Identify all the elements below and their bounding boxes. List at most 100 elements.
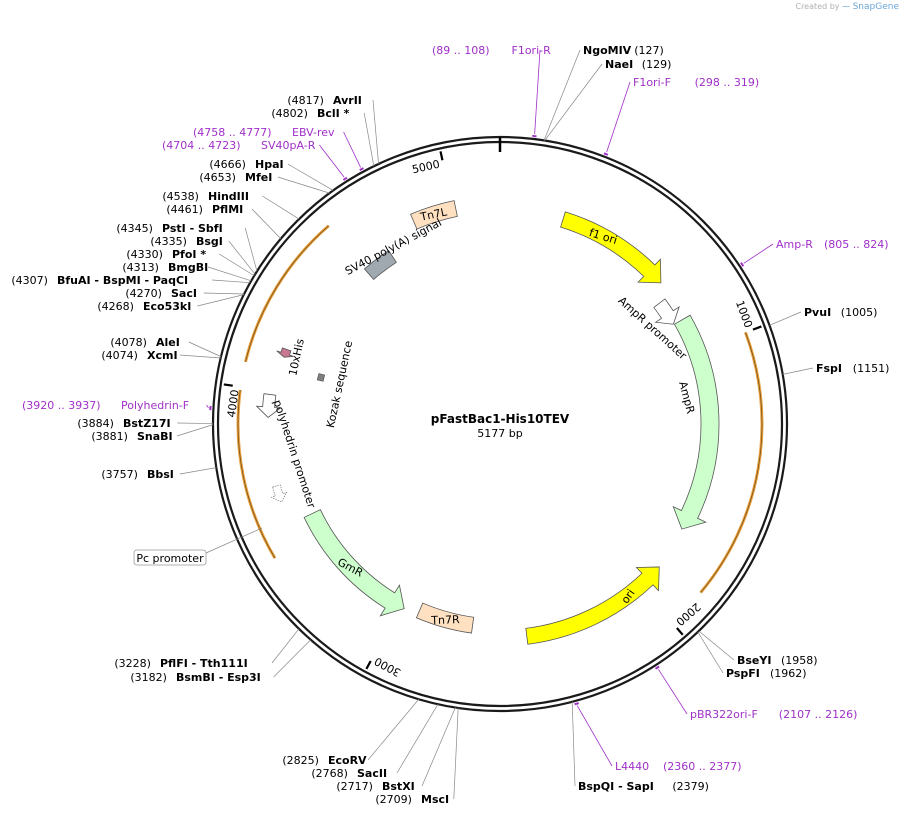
site-name: MscI	[421, 793, 449, 806]
feature-label-sv40-poly-a-signal: SV40 poly(A) signal	[343, 216, 444, 278]
primer-name: Polyhedrin-F	[121, 399, 189, 412]
site-leader-line	[571, 701, 576, 787]
site-position: (3228)	[114, 657, 151, 670]
site-leader-line	[203, 292, 245, 295]
site-position: (4666)	[209, 158, 246, 171]
feature-10xhis	[276, 347, 294, 358]
site-leader-line	[363, 112, 375, 167]
primer-range: (4758 .. 4777)	[193, 126, 272, 139]
site-name: BfuAI - BspMI - PaqCI	[57, 274, 188, 287]
site-position: (2379)	[672, 780, 709, 793]
site-leader-line	[219, 253, 255, 277]
site-leader-line	[271, 628, 300, 664]
site-position: (4330)	[126, 248, 163, 261]
primer-range: (805 .. 824)	[824, 238, 889, 251]
credit-prefix: Created by	[795, 2, 840, 11]
site-name: PflFI - Tth111I	[160, 657, 248, 670]
site-position: (4074)	[101, 349, 138, 362]
site-leader-line	[244, 227, 258, 272]
orf-arc-core	[237, 389, 276, 559]
site-leader-line	[544, 63, 603, 141]
site-leader-line	[212, 279, 251, 284]
site-position: (3884)	[77, 417, 114, 430]
site-name: Eco53kI	[143, 300, 191, 313]
site-name: AvrII	[333, 94, 362, 107]
site-position: (4653)	[199, 171, 236, 184]
site-position: (4270)	[125, 287, 162, 300]
primer-mark	[532, 134, 537, 138]
site-name: PfoI *	[172, 248, 206, 261]
site-position: (4078)	[110, 336, 147, 349]
site-name: BstXI	[382, 780, 415, 793]
snapgene-logo-icon: ⁓	[842, 2, 851, 11]
restriction-sites: (127)NgoMIV(129)NaeI(1005)PvuI(1151)FspI…	[11, 44, 889, 806]
site-leader-line	[176, 424, 214, 437]
primer-leader-line	[343, 131, 361, 168]
tick-label: 1000	[733, 299, 755, 330]
orf-arcs	[236, 224, 764, 594]
site-name: SnaBI	[137, 430, 173, 443]
feature-pc-promoter	[270, 484, 288, 503]
site-position: (2717)	[336, 780, 373, 793]
feature-label-tn7r: Tn7R	[430, 613, 460, 627]
site-name: HpaI	[255, 158, 284, 171]
site-position: (4307)	[11, 274, 48, 287]
primer-name: L4440	[615, 760, 649, 773]
primer-mark	[574, 702, 579, 706]
orf-arc-core	[245, 225, 329, 362]
pc-promoter-leader	[205, 527, 263, 554]
site-leader-line	[287, 163, 334, 191]
primer-range: (4704 .. 4723)	[162, 139, 241, 152]
primer-leader-line	[534, 49, 541, 135]
site-name: BseYI	[737, 654, 771, 667]
site-name: MfeI	[245, 171, 272, 184]
site-leader-line	[177, 422, 214, 424]
site-leader-line	[421, 707, 456, 787]
feature-label-ampr: AmpR	[676, 380, 697, 415]
primer-mark	[359, 167, 364, 172]
site-position: (4313)	[122, 261, 159, 274]
site-position: (2768)	[311, 767, 348, 780]
site-leader-line	[367, 699, 420, 761]
tick-label: 3000	[372, 654, 403, 679]
tick-mark	[676, 627, 684, 636]
site-leader-line	[262, 195, 300, 220]
site-leader-line	[228, 240, 256, 275]
site-leader-line	[698, 630, 735, 661]
site-leader-line	[543, 49, 581, 141]
site-position: (4538)	[162, 190, 199, 203]
primer-range: (3920 .. 3937)	[22, 399, 101, 412]
site-name: BspQI - SapI	[578, 780, 654, 793]
site-leader-line	[396, 704, 439, 774]
site-leader-line	[179, 467, 217, 475]
site-position: (4345)	[116, 222, 153, 235]
site-name: FspI	[816, 362, 842, 375]
feature-tn7r	[415, 602, 475, 634]
site-name: AleI	[156, 336, 180, 349]
primer-leader-line	[606, 81, 631, 153]
primer-range: (298 .. 319)	[695, 76, 760, 89]
primer-mark	[342, 176, 348, 181]
site-position: (1958)	[781, 654, 818, 667]
feature-gmr	[303, 509, 405, 617]
site-leader-line	[453, 707, 459, 800]
site-position: (3182)	[130, 671, 167, 684]
tick-label: 5000	[411, 158, 441, 177]
primer-name: F1ori-R	[512, 44, 552, 57]
feature-polyhedrin-promoter	[255, 393, 282, 418]
snapgene-credit: Created by ⁓ SnapGene	[795, 2, 899, 12]
plasmid-size: 5177 bp	[477, 427, 522, 440]
orf-arc	[244, 224, 330, 363]
tick-mark	[223, 383, 233, 387]
site-name: BsmBI - Esp3I	[176, 671, 261, 684]
site-name: PspFI	[726, 667, 760, 680]
credit-brand: SnapGene	[852, 2, 899, 12]
primer-leader-line	[658, 669, 688, 715]
feature-tn7l	[410, 200, 458, 230]
primer-leader-line	[743, 243, 774, 264]
site-leader-line	[207, 266, 252, 282]
primer-range: (2107 .. 2126)	[779, 708, 858, 721]
site-position: (4268)	[97, 300, 134, 313]
site-leader-line	[277, 176, 330, 194]
